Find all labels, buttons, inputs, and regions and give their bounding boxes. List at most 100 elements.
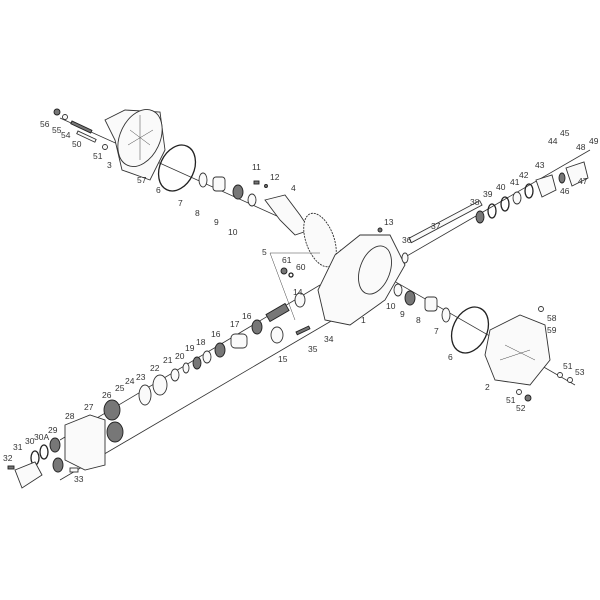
label-16: 16 (242, 311, 252, 321)
label-26: 26 (102, 390, 112, 400)
part-41 (512, 191, 522, 205)
label-32: 32 (3, 453, 13, 463)
plug-52 (524, 394, 532, 402)
washer-18 (202, 350, 212, 364)
gear-26 (103, 399, 121, 421)
ring-7 (198, 172, 208, 188)
label-30: 30 (25, 436, 35, 446)
label-46: 46 (560, 186, 570, 196)
label-35: 35 (308, 344, 318, 354)
label-61: 61 (282, 255, 292, 265)
bearing-14 (294, 292, 306, 308)
label-38: 38 (470, 197, 480, 207)
ring-42 (524, 183, 534, 199)
label-7: 7 (178, 198, 183, 208)
label-50: 50 (72, 139, 82, 149)
label-43: 43 (535, 160, 545, 170)
nut-19 (192, 356, 202, 370)
cover-28 (64, 414, 106, 471)
label-30A: 30A (34, 432, 49, 442)
ring-36 (401, 252, 409, 264)
ring-40 (500, 196, 510, 212)
label-40: 40 (496, 182, 506, 192)
shim-10-right (393, 283, 403, 297)
bolt-58 (538, 306, 544, 312)
bearing-cup-8 (212, 176, 226, 192)
cap-31 (14, 461, 43, 489)
bearing-16b (214, 342, 226, 358)
label-2: 2 (485, 382, 490, 392)
label-10: 10 (228, 227, 238, 237)
ring-39 (487, 203, 497, 219)
bearing-16 (251, 319, 263, 335)
label-18: 18 (196, 337, 206, 347)
label-22: 22 (150, 363, 160, 373)
label-14: 14 (293, 287, 303, 297)
stud-54 (70, 120, 93, 134)
label-39: 39 (483, 189, 493, 199)
lower-axis (59, 309, 351, 481)
bolt-32 (7, 465, 15, 470)
seal-38 (475, 210, 485, 224)
label-12: 12 (270, 172, 280, 182)
label-42: 42 (519, 170, 529, 180)
output-shaft-axis (399, 149, 591, 261)
washer-51-bottom (516, 389, 522, 395)
bolt-11 (253, 180, 260, 185)
label-25: 25 (115, 383, 125, 393)
o-ring-6-right (450, 306, 490, 354)
label-51-right: 51 (563, 361, 573, 371)
bolt-50 (76, 130, 97, 143)
left-cover (104, 109, 166, 181)
pin-12 (264, 184, 268, 188)
label-59: 59 (547, 325, 557, 335)
label-52: 52 (516, 403, 526, 413)
label-47: 47 (578, 176, 588, 186)
label-11: 11 (252, 162, 261, 172)
label-53: 53 (575, 367, 585, 377)
washer-51 (102, 144, 108, 150)
label-6-right: 6 (448, 352, 453, 362)
label-23: 23 (136, 372, 146, 382)
sleeve-17 (230, 333, 248, 349)
label-13: 13 (384, 217, 394, 227)
label-5: 5 (262, 247, 267, 257)
label-8: 8 (195, 208, 200, 218)
label-20: 20 (175, 351, 185, 361)
label-6: 6 (156, 185, 161, 195)
label-51-bottom: 51 (506, 395, 516, 405)
label-45: 45 (560, 128, 570, 138)
bearing-15 (270, 326, 284, 344)
ring-20 (182, 362, 190, 374)
label-8-right: 8 (416, 315, 421, 325)
label-21: 21 (163, 355, 173, 365)
leader-5 (269, 252, 320, 321)
label-57: 57 (137, 175, 147, 185)
bearing-cup-8-right (424, 296, 438, 312)
right-cover (484, 314, 551, 386)
ring-7-right (441, 307, 451, 323)
label-51: 51 (93, 151, 103, 161)
label-7-right: 7 (434, 326, 439, 336)
label-41: 41 (510, 177, 520, 187)
yoke-47 (565, 161, 589, 187)
part-labels: 56 55 54 50 51 3 57 6 7 8 9 10 11 12 4 5… (3, 119, 599, 484)
label-9-right: 9 (400, 309, 405, 319)
gear-26b (106, 421, 124, 443)
label-49: 49 (589, 136, 599, 146)
label-31: 31 (13, 442, 23, 452)
label-37: 37 (431, 221, 441, 231)
label-55: 55 (52, 125, 62, 135)
bearing-9-right (404, 290, 416, 306)
o-ring-60 (288, 272, 294, 278)
plug-61 (280, 267, 288, 275)
plate-23 (138, 384, 152, 406)
bearing-21 (170, 368, 180, 382)
bearing-9 (232, 184, 244, 200)
label-56: 56 (40, 119, 50, 129)
bearing-29 (49, 437, 61, 453)
pinion-shaft (265, 302, 290, 323)
stud-35 (295, 325, 311, 336)
o-ring-6 (157, 144, 197, 192)
